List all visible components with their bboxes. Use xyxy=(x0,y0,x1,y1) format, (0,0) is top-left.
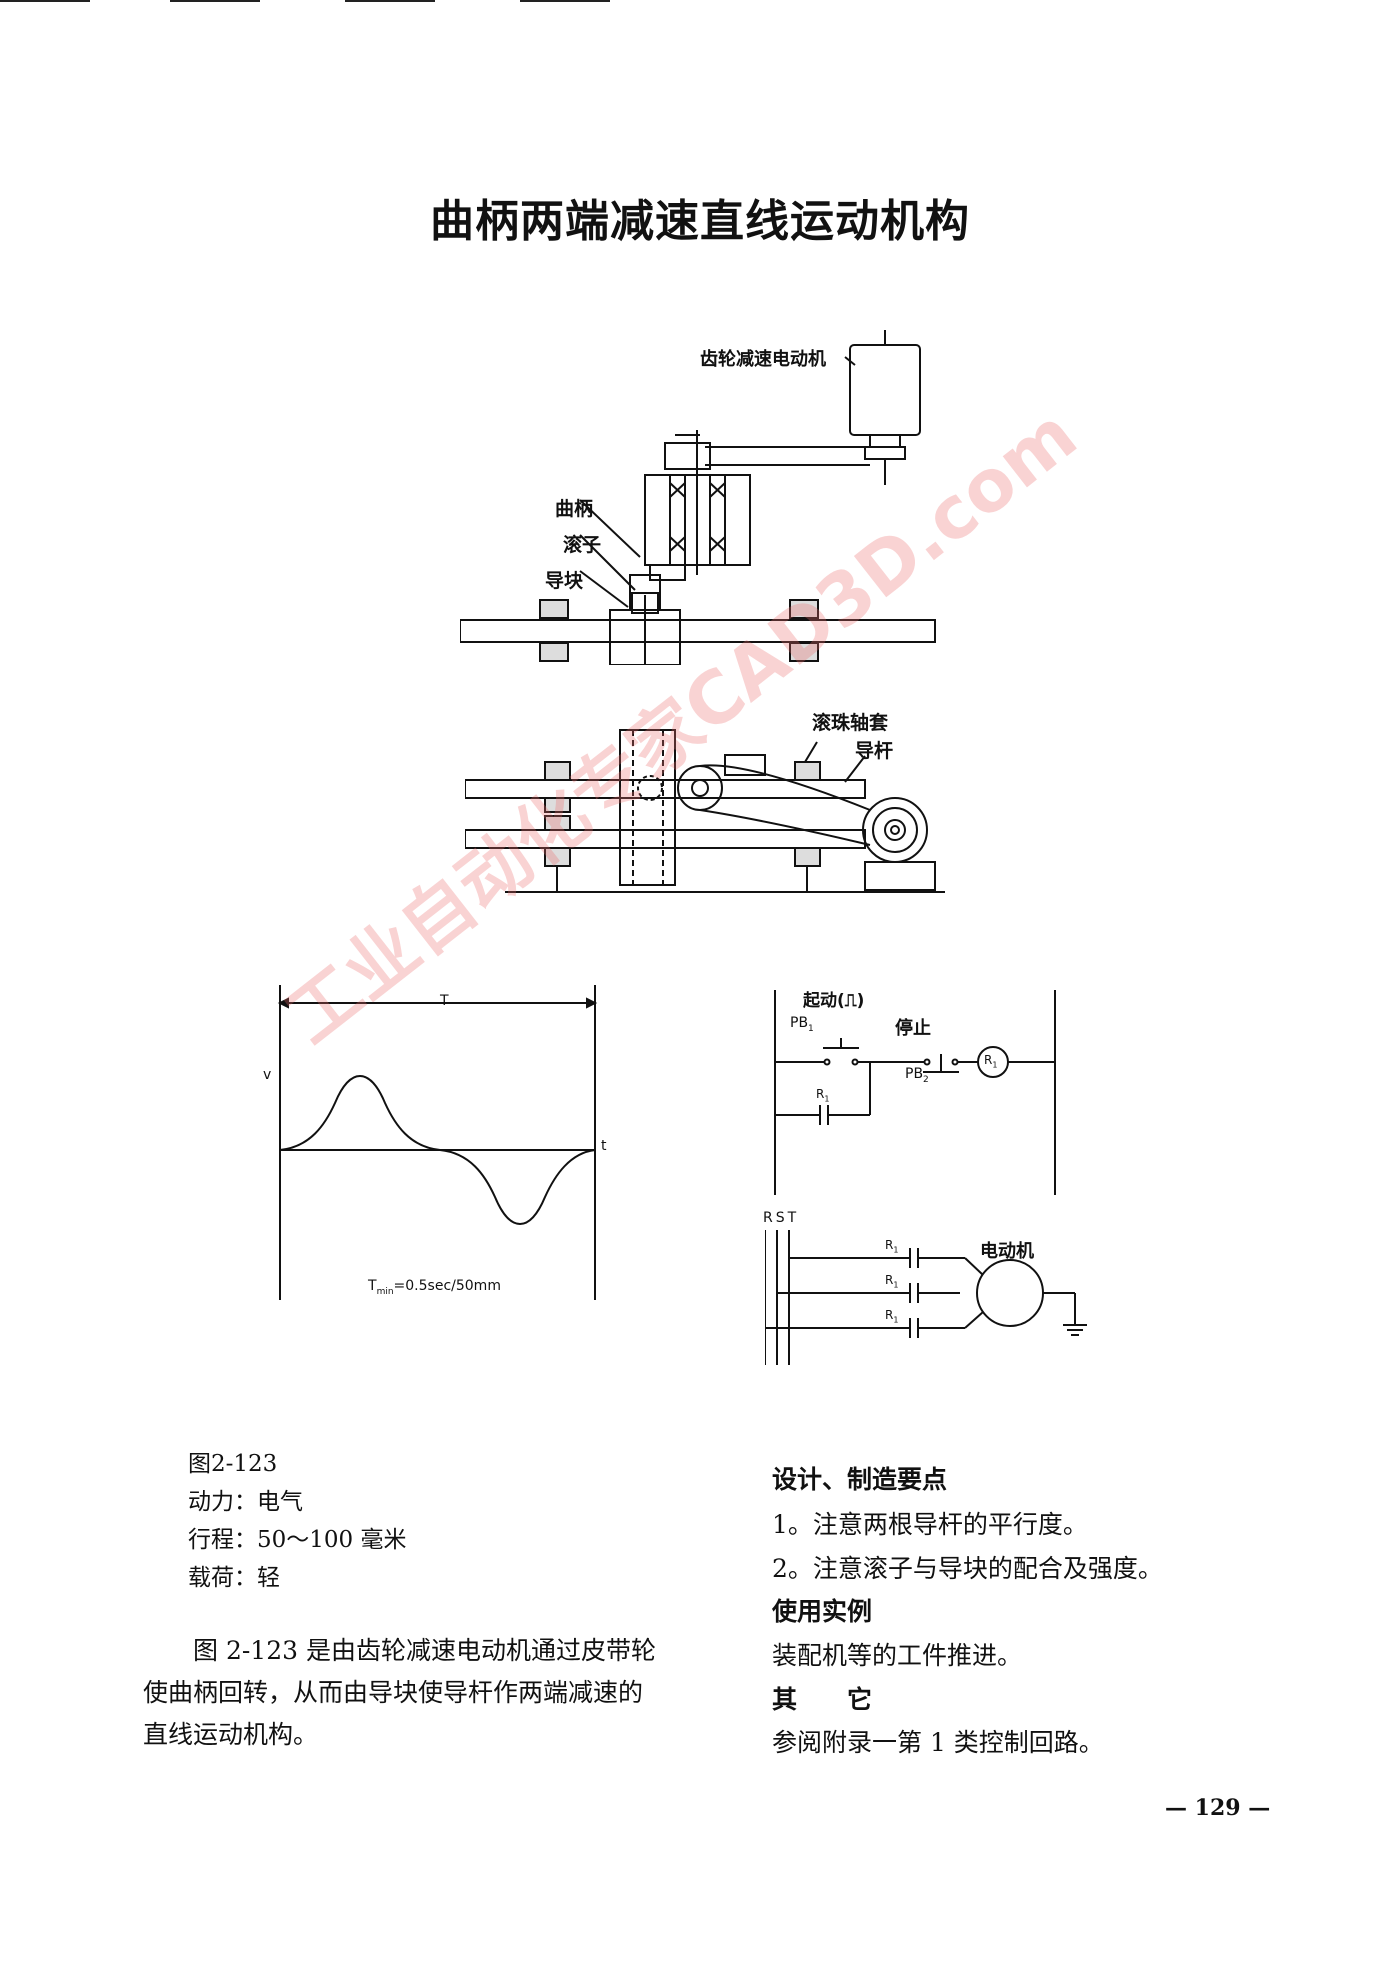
usage-text: 装配机等的工件推进。 xyxy=(772,1641,1023,1670)
velocity-curve-positive xyxy=(280,1076,440,1150)
relay-coil-label: R1 xyxy=(984,1053,998,1070)
crank-label: 曲柄 xyxy=(555,498,594,520)
description-line-1: 图 2-123 是由齿轮减速电动机通过皮带轮 xyxy=(193,1636,656,1665)
motor-label: 齿轮减速电动机 xyxy=(700,349,826,370)
rst-label: RST xyxy=(763,1210,800,1226)
mechanism-side-view xyxy=(460,325,940,665)
design-notes-heading: 设计、制造要点 xyxy=(772,1465,948,1494)
page-number: — 129 — xyxy=(1165,1795,1271,1821)
guide-block-label: 导块 xyxy=(545,570,584,592)
tmin-formula: Tmin=0.5sec/50mm xyxy=(368,1278,501,1297)
roller-label: 滚子 xyxy=(563,534,602,556)
spec-stroke: 行程：50～100 毫米 xyxy=(188,1527,407,1553)
velocity-curve-negative xyxy=(440,1150,595,1224)
relay-contact-s-label: R1 xyxy=(885,1273,899,1290)
pb1-label: PB1 xyxy=(790,1015,814,1034)
t-axis-label: t xyxy=(601,1138,607,1154)
description-paragraph: 图 2-123 是由齿轮减速电动机通过皮带轮 使曲柄回转，从而由导块使导杆作两端… xyxy=(143,1630,703,1756)
pb2-label: PB2 xyxy=(905,1066,929,1085)
page-title: 曲柄两端减速直线运动机构 xyxy=(430,196,970,247)
v-axis-label: v xyxy=(263,1067,272,1083)
design-note-1: 1。注意两根导杆的平行度。 xyxy=(772,1510,1088,1539)
velocity-graph xyxy=(270,985,610,1305)
control-circuit xyxy=(765,990,1095,1380)
figure-number: 图2-123 xyxy=(188,1451,278,1477)
relay-contact-t-label: R1 xyxy=(885,1308,899,1325)
relay-hold-contact-label: R1 xyxy=(816,1087,830,1104)
motor-circuit-label: 电动机 xyxy=(980,1241,1034,1262)
other-text: 参阅附录一第 1 类控制回路。 xyxy=(772,1728,1104,1757)
usage-heading: 使用实例 xyxy=(772,1597,873,1626)
period-label: T xyxy=(440,993,449,1009)
description-line-2: 使曲柄回转，从而由导块使导杆作两端减速的 xyxy=(143,1678,644,1707)
stop-label: 停止 xyxy=(895,1018,931,1039)
spec-power: 动力：电气 xyxy=(188,1489,303,1515)
mechanism-top-view xyxy=(465,720,955,900)
description-line-3: 直线运动机构。 xyxy=(143,1720,319,1749)
ball-bushing-label: 滚珠轴套 xyxy=(812,712,889,734)
other-heading: 其 它 xyxy=(772,1685,873,1714)
start-label: 起动(⎍) xyxy=(803,991,865,1011)
design-note-2: 2。注意滚子与导块的配合及强度。 xyxy=(772,1554,1163,1583)
spec-load: 载荷：轻 xyxy=(188,1565,280,1591)
guide-rod-label: 导杆 xyxy=(855,740,894,762)
relay-contact-r-label: R1 xyxy=(885,1238,899,1255)
spec-block: 图2-123 动力：电气 行程：50～100 毫米 载荷：轻 xyxy=(188,1445,406,1597)
scan-edge-marks xyxy=(0,0,1400,10)
